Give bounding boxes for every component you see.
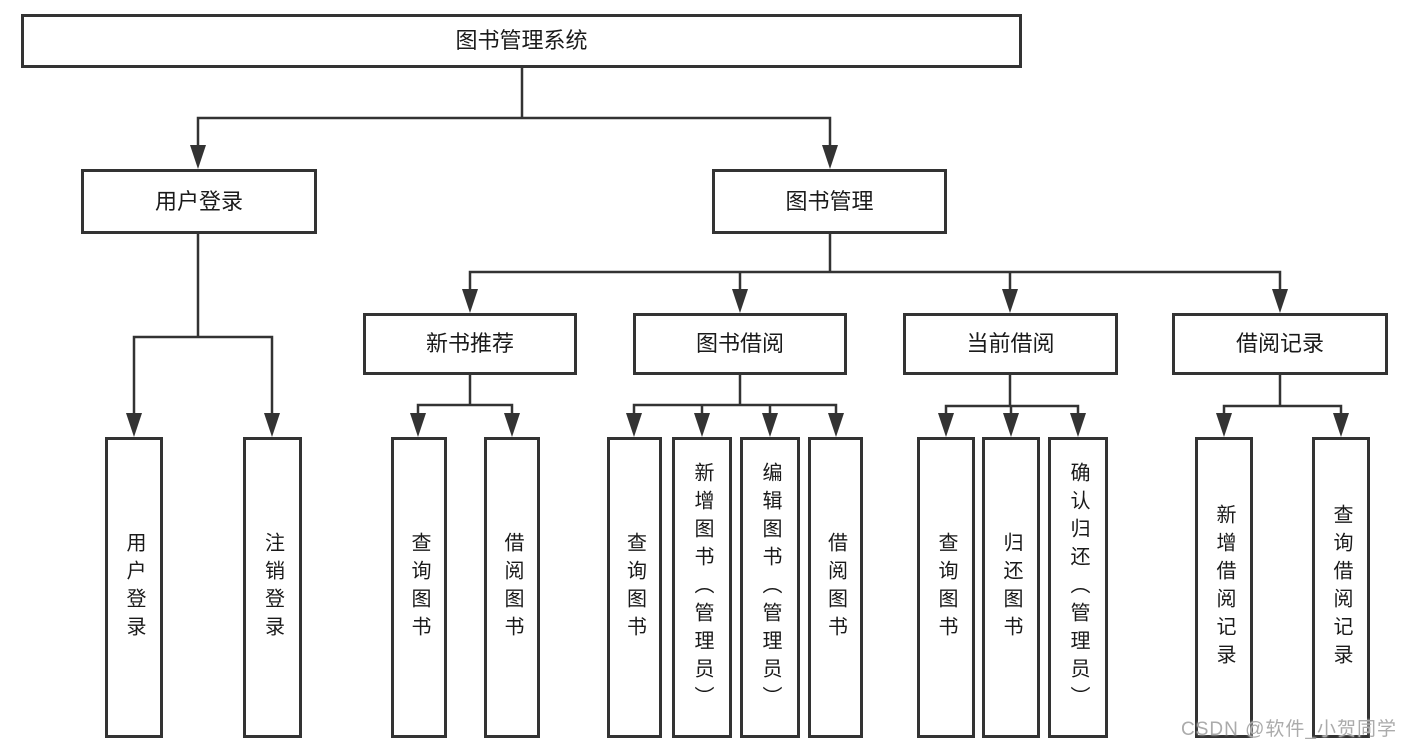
- node-book-management: 图书管理: [712, 169, 947, 234]
- node-label: 用户登录: [154, 188, 243, 214]
- connector-book-management-children: [462, 232, 1288, 313]
- connector-book-borrow-children: [626, 373, 844, 437]
- connector-current-borrow-children: [938, 373, 1086, 437]
- node-new-book-recommendation: 新书推荐: [363, 313, 577, 375]
- leaf-borrow-borrow-books: 借阅图书: [808, 437, 863, 738]
- leaf-current-confirm-return-admin: 确认归还（管理员）: [1048, 437, 1108, 738]
- leaf-logout: 注销登录: [243, 437, 302, 738]
- node-borrowing-records: 借阅记录: [1172, 313, 1388, 375]
- connector-new-book-children: [410, 373, 520, 437]
- leaf-label: 查询图书: [408, 531, 430, 644]
- leaf-label: 归还图书: [1000, 531, 1022, 644]
- connector-user-login-children: [126, 232, 280, 437]
- leaf-current-return-books: 归还图书: [982, 437, 1040, 738]
- node-current-borrowing: 当前借阅: [903, 313, 1118, 375]
- leaf-newbook-query-books: 查询图书: [391, 437, 447, 738]
- leaf-label: 借阅图书: [501, 531, 523, 644]
- leaf-label: 查询图书: [935, 531, 957, 644]
- node-label: 图书管理: [785, 188, 874, 214]
- node-library-management-system: 图书管理系统: [21, 14, 1022, 68]
- node-label: 新书推荐: [425, 331, 514, 356]
- node-label: 图书借阅: [695, 331, 784, 356]
- leaf-current-query-books: 查询图书: [917, 437, 975, 738]
- node-label: 图书管理系统: [455, 28, 588, 53]
- leaf-records-add-borrow-record: 新增借阅记录: [1195, 437, 1253, 738]
- leaf-newbook-borrow-books: 借阅图书: [484, 437, 540, 738]
- connector-borrow-records-children: [1216, 373, 1349, 437]
- leaf-borrow-edit-books-admin: 编辑图书（管理员）: [740, 437, 800, 738]
- node-label: 借阅记录: [1235, 331, 1324, 356]
- node-book-borrowing: 图书借阅: [633, 313, 847, 375]
- leaf-label: 查询借阅记录: [1330, 503, 1352, 672]
- connector-root-to-level2: [190, 66, 838, 169]
- leaf-label: 新增借阅记录: [1213, 503, 1235, 672]
- leaf-label: 借阅图书: [824, 531, 847, 644]
- leaf-label: 用户登录: [123, 531, 145, 644]
- node-label: 当前借阅: [966, 331, 1055, 356]
- leaf-user-login: 用户登录: [105, 437, 163, 738]
- leaf-label: 注销登录: [261, 531, 284, 644]
- leaf-borrow-query-books: 查询图书: [607, 437, 662, 738]
- leaf-borrow-add-books-admin: 新增图书（管理员）: [672, 437, 732, 738]
- leaf-label: 查询图书: [623, 531, 646, 644]
- leaf-records-query-borrow-record: 查询借阅记录: [1312, 437, 1370, 738]
- leaf-label: 确认归还（管理员）: [1067, 461, 1089, 714]
- leaf-label: 编辑图书（管理员）: [759, 461, 781, 714]
- leaf-label: 新增图书（管理员）: [691, 461, 713, 714]
- node-user-login: 用户登录: [81, 169, 317, 234]
